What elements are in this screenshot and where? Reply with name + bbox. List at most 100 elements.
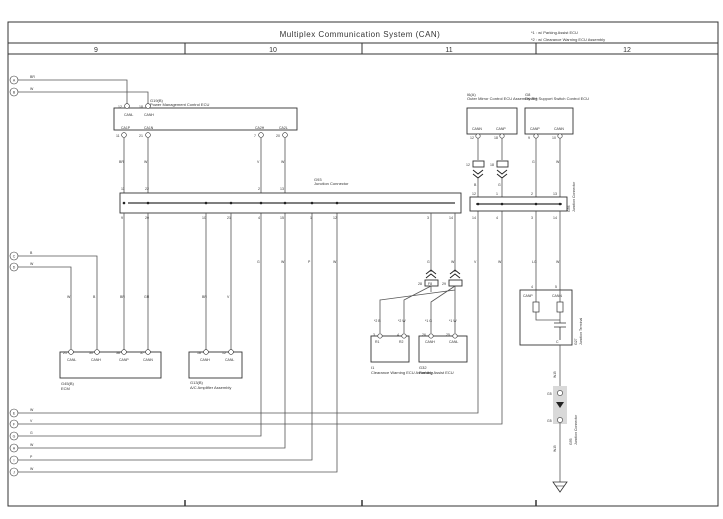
mirror-connector — [472, 160, 485, 168]
pin-num: 1 — [496, 192, 498, 196]
connector-pin — [145, 103, 151, 109]
svg-text:D: D — [13, 266, 16, 270]
wire-color: W — [333, 260, 337, 264]
left-connector-A: A — [9, 75, 19, 85]
pin-num: 10 — [552, 136, 556, 140]
pin-num: 9 — [528, 136, 530, 140]
left-connector-H: H — [9, 443, 19, 453]
svg-text:G: G — [13, 435, 16, 439]
diagram-frame — [7, 21, 719, 507]
pin-label: CA2L — [279, 126, 288, 130]
pin-label: CANP — [523, 294, 533, 298]
pin-num: 20 — [276, 134, 280, 138]
wire-A — [18, 79, 128, 104]
left-connector-J: J — [9, 467, 19, 477]
pin-label: CANL — [225, 358, 234, 362]
wire-color: BR — [120, 295, 125, 299]
pin-label: CANN — [554, 127, 564, 131]
pin-label: R1 — [375, 340, 380, 344]
jc2-down-wires — [535, 211, 561, 290]
pin-label: CANN — [552, 294, 562, 298]
note-2: *2 : w/ Clearance Warning ECU Assembly — [531, 37, 605, 42]
svg-text:F8: F8 — [428, 282, 432, 286]
pin-num: 1 — [310, 216, 312, 220]
pin-num: 21 — [63, 351, 67, 355]
pm-ecu-wires — [123, 138, 286, 193]
wire-color: P — [308, 260, 311, 264]
wire-color: W — [281, 260, 285, 264]
parking-name: Parking Assist ECU — [419, 370, 454, 375]
note-1: *1 : w/ Parking Assist ECU — [531, 30, 578, 35]
pin-num: 26 — [422, 333, 426, 337]
jc3-name: Junction Connector — [574, 414, 578, 445]
diagram-title: Multiplex Communication System (CAN) — [280, 30, 441, 39]
wire-color: G — [427, 260, 430, 264]
pin-label: CA2H — [255, 126, 265, 130]
pin-num: 11 — [121, 187, 125, 191]
power-management-ecu-box — [113, 107, 298, 131]
pin-num: G5 — [547, 419, 552, 423]
pin-label: CANP — [119, 358, 129, 362]
ecm-name: ECM — [61, 386, 70, 391]
svg-text:B: B — [13, 91, 16, 95]
pin-num: 21 — [227, 216, 231, 220]
left-connector-G: G — [9, 431, 19, 441]
ds-id: G8 — [525, 92, 531, 97]
wire-color: G — [532, 160, 535, 164]
wire-color: BR — [30, 75, 35, 79]
wire-color: V — [474, 260, 477, 264]
wire-color: W — [556, 260, 560, 264]
wire-color: V — [30, 419, 33, 423]
pin-num: 18 — [490, 163, 494, 167]
ds-name: Driving Support Switch Control ECU — [525, 96, 589, 101]
connector-pin — [68, 349, 74, 355]
left-connector-D: D — [9, 262, 19, 272]
wire-color: *2 B — [374, 319, 381, 323]
pin-label: CANN — [472, 127, 482, 131]
pin-num: 12 — [333, 216, 337, 220]
pin-num: 9 — [121, 216, 123, 220]
pin-num: 14 — [449, 216, 453, 220]
pin-label: CANH — [425, 340, 435, 344]
svg-text:F: F — [13, 423, 15, 427]
pin-num: 3 — [427, 216, 429, 220]
mirror-id: I6(A) — [467, 92, 476, 97]
pin-num: 7 — [254, 134, 256, 138]
jterm-name: Junction Terminal — [579, 318, 583, 345]
pin-num: 15 — [280, 216, 284, 220]
connector-pin — [258, 132, 264, 138]
pin-num: 13 — [553, 192, 557, 196]
jc-name: Junction Connector — [314, 181, 349, 186]
wire-G — [18, 213, 262, 437]
pm-ecu-id: G19(B) — [150, 98, 164, 103]
pin-label: CANH — [200, 358, 210, 362]
pin-label: CANN — [143, 358, 153, 362]
pin-num: 12 — [222, 351, 226, 355]
pin-num: 4 — [496, 216, 498, 220]
svg-text:H: H — [13, 447, 16, 451]
svg-text:I: I — [14, 459, 15, 463]
clearance-warning-ecu-box — [370, 335, 410, 363]
connector-pin — [145, 132, 151, 138]
jterm-id: G27 — [574, 338, 578, 345]
wire-color: W — [144, 160, 148, 164]
wire-color: G — [498, 183, 501, 187]
pin-num: 38 — [116, 351, 120, 355]
pin-num: 14 — [553, 216, 557, 220]
jc-down-wires — [123, 213, 232, 352]
left-connector-B: B — [9, 87, 19, 97]
wire-color: W — [30, 408, 34, 412]
ac-amplifier-box — [188, 351, 243, 379]
pin-num: 5 — [555, 285, 557, 289]
connector-pin — [121, 132, 127, 138]
jc3-id: G95 — [569, 438, 573, 445]
jc2-id: G94 — [567, 205, 571, 212]
wire-color: *1 W — [449, 319, 457, 323]
jc-down-wires-right — [430, 213, 456, 272]
wire-color: B — [93, 295, 96, 299]
wire-E — [18, 205, 479, 414]
pin-label: CA1P — [121, 126, 131, 130]
aircon-id: G13(B) — [190, 380, 204, 385]
wire-C — [18, 255, 98, 349]
wire-color: W — [30, 87, 34, 91]
